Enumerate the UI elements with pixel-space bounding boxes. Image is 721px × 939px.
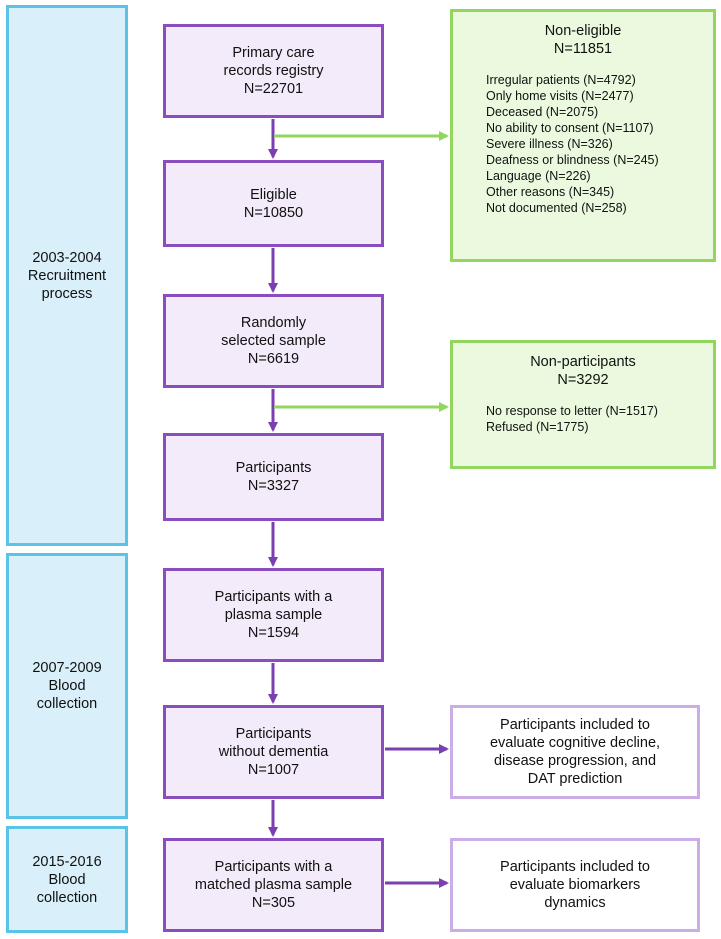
step-random-sample: Randomly selected sample N=6619 bbox=[163, 294, 384, 388]
list-item: Not documented (N=258) bbox=[486, 201, 627, 215]
step-matched-plasma: Participants with a matched plasma sampl… bbox=[163, 838, 384, 932]
phase-blood-collection-2007: 2007-2009 Blood collection bbox=[6, 553, 128, 819]
list-item: No ability to consent (N=1107) bbox=[486, 121, 654, 135]
list-item: Deafness or blindness (N=245) bbox=[486, 153, 659, 167]
list-item: Deceased (N=2075) bbox=[486, 105, 599, 119]
non-eligible-list: Irregular patients (N=4792) Only home vi… bbox=[453, 72, 713, 216]
list-item: Severe illness (N=326) bbox=[486, 137, 613, 151]
list-item: Other reasons (N=345) bbox=[486, 185, 615, 199]
list-item: Language (N=226) bbox=[486, 169, 591, 183]
outcome-biomarkers-dynamics: Participants included to evaluate biomar… bbox=[450, 838, 700, 932]
list-item: Refused (N=1775) bbox=[486, 420, 589, 434]
step-records-registry: Primary care records registry N=22701 bbox=[163, 24, 384, 118]
non-participants-box: Non-participants N=3292 No response to l… bbox=[450, 340, 716, 469]
step-without-dementia: Participants without dementia N=1007 bbox=[163, 705, 384, 799]
non-participants-title: Non-participants N=3292 bbox=[530, 354, 636, 388]
phase-blood-collection-2015: 2015-2016 Blood collection bbox=[6, 826, 128, 933]
non-participants-list: No response to letter (N=1517) Refused (… bbox=[453, 403, 713, 435]
list-item: Only home visits (N=2477) bbox=[486, 89, 634, 103]
step-eligible: Eligible N=10850 bbox=[163, 160, 384, 247]
outcome-cognitive-decline: Participants included to evaluate cognit… bbox=[450, 705, 700, 799]
step-plasma-sample: Participants with a plasma sample N=1594 bbox=[163, 568, 384, 662]
list-item: Irregular patients (N=4792) bbox=[486, 73, 636, 87]
non-eligible-title: Non-eligible N=11851 bbox=[544, 23, 622, 57]
step-participants: Participants N=3327 bbox=[163, 433, 384, 521]
list-item: No response to letter (N=1517) bbox=[486, 404, 658, 418]
non-eligible-box: Non-eligible N=11851 Irregular patients … bbox=[450, 9, 716, 262]
phase-recruitment: 2003-2004 Recruitment process bbox=[6, 5, 128, 546]
